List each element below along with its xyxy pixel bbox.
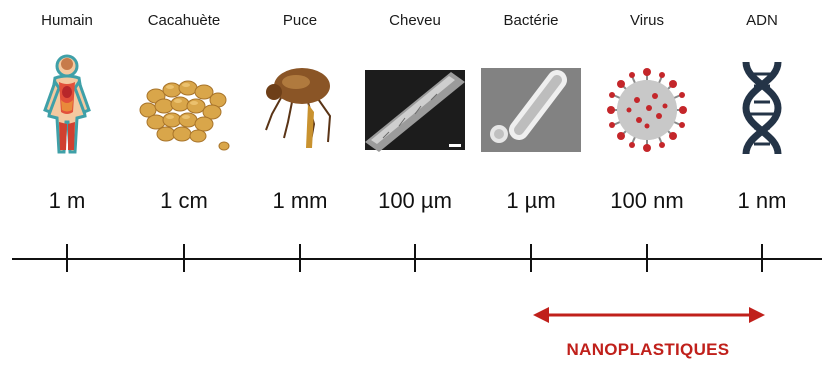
item-name: Virus bbox=[589, 12, 705, 29]
scale-item-dna: ADN 1 nm bbox=[704, 0, 820, 225]
scale-item-virus: Virus bbox=[589, 0, 705, 225]
hair-micrograph-icon bbox=[363, 52, 467, 164]
virus-icon bbox=[595, 52, 699, 164]
item-name: ADN bbox=[704, 12, 820, 29]
nanoplastics-label: NANOPLASTIQUES bbox=[528, 340, 768, 360]
scale-item-hair: Cheveu 100 µm bbox=[357, 0, 473, 225]
item-name: Bactérie bbox=[473, 12, 589, 29]
item-name: Humain bbox=[9, 12, 125, 29]
item-size: 1 mm bbox=[242, 188, 358, 214]
item-name: Puce bbox=[242, 12, 358, 29]
item-name: Cacahuète bbox=[126, 12, 242, 29]
dna-icon bbox=[710, 52, 814, 164]
nanoplastics-range-arrow bbox=[533, 307, 765, 323]
item-size: 1 µm bbox=[473, 188, 589, 214]
item-size: 1 cm bbox=[126, 188, 242, 214]
scale-item-bacterium: Bactérie 1 µm bbox=[473, 0, 589, 225]
human-body-icon bbox=[15, 52, 119, 164]
item-size: 1 m bbox=[9, 188, 125, 214]
item-name: Cheveu bbox=[357, 12, 473, 29]
peanuts-icon bbox=[132, 52, 236, 164]
scale-item-flea: Puce 1 mm bbox=[242, 0, 358, 225]
flea-icon bbox=[248, 52, 352, 164]
item-size: 100 µm bbox=[357, 188, 473, 214]
item-size: 100 nm bbox=[589, 188, 705, 214]
bacterium-micrograph-icon bbox=[479, 52, 583, 164]
item-size: 1 nm bbox=[704, 188, 820, 214]
scale-item-peanut: Cacahuète 1 cm bbox=[126, 0, 242, 225]
scale-item-human: Humain 1 m bbox=[9, 0, 125, 225]
